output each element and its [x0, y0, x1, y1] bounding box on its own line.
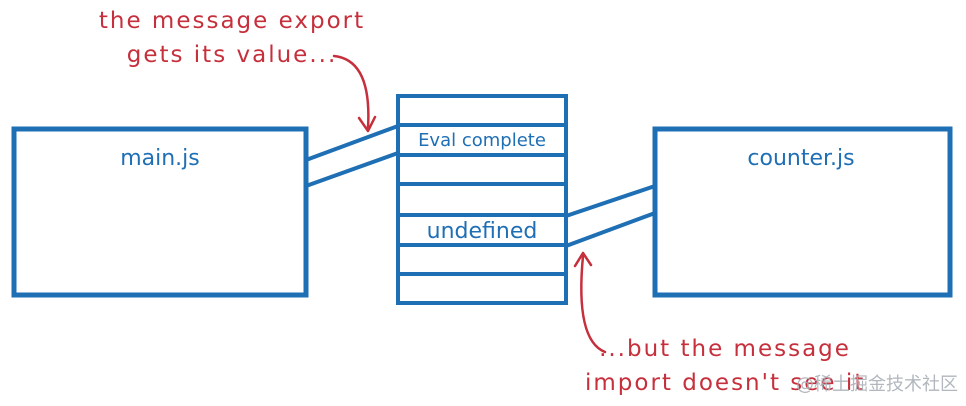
watermark: @稀土掘金技术社区	[796, 374, 958, 395]
memory-slot-value: Eval complete	[418, 130, 546, 151]
export-annotation-line: gets its value...	[126, 42, 338, 68]
export-annotation: the message export gets its value...	[92, 4, 372, 72]
import-binding-connector	[565, 184, 656, 248]
counter-js-label: counter.js	[747, 146, 854, 171]
top-annotation-arrow	[332, 54, 377, 133]
import-annotation: ...but the message import doesn't see it	[585, 332, 865, 400]
export-binding-connector	[305, 124, 399, 188]
main-js-box	[11, 126, 309, 298]
bottom-annotation-arrow	[573, 251, 607, 354]
memory-slot-value: undefined	[427, 219, 538, 244]
export-annotation-line: the message export	[98, 8, 366, 34]
import-annotation-line: ...but the message	[599, 336, 851, 362]
import-annotation-line: import doesn't see it	[585, 370, 866, 396]
main-js-label: main.js	[120, 146, 200, 171]
memory-column: Eval complete undefined	[396, 94, 568, 305]
memory-column-outline	[396, 94, 568, 305]
counter-js-box	[652, 126, 953, 298]
